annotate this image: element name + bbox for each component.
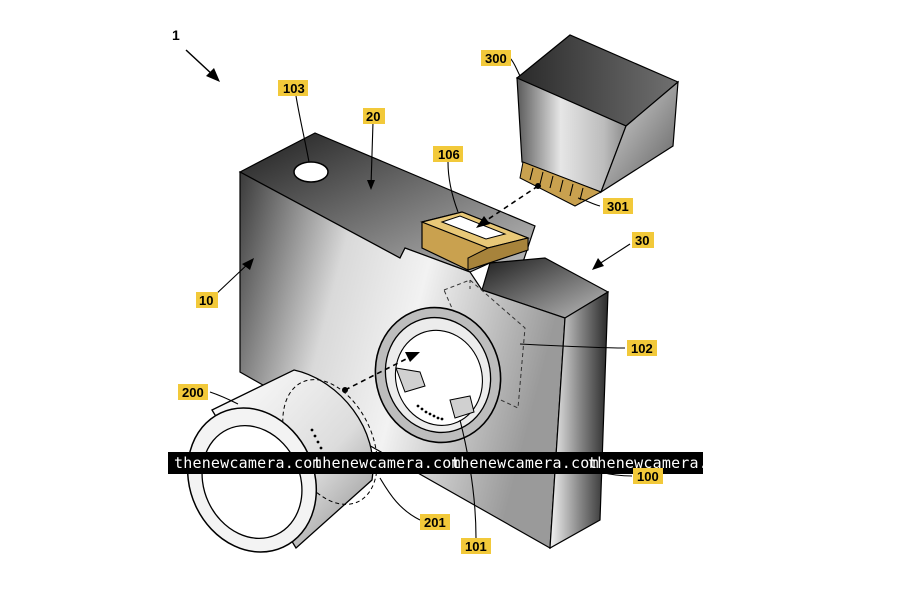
label-300: 300 [481,50,511,66]
label-106: 106 [433,146,463,162]
svg-text:101: 101 [465,539,487,554]
svg-text:300: 300 [485,51,507,66]
svg-text:30: 30 [635,233,649,248]
svg-text:102: 102 [631,341,653,356]
watermark-text-4: thenewcamera.com [588,454,736,472]
label-100: 100 [633,468,663,484]
svg-text:301: 301 [607,199,629,214]
watermark-band: thenewcamera.com thenewcamera.com thenew… [168,452,736,474]
figure-ref-1: 1 [172,27,220,82]
label-201: 201 [420,514,450,530]
accessory-attach-arrow [476,183,541,228]
label-10: 10 [196,292,218,308]
label-301: 301 [603,198,633,214]
svg-text:200: 200 [182,385,204,400]
svg-text:100: 100 [637,469,659,484]
lens-mount [374,306,502,444]
callouts [209,57,633,539]
label-103: 103 [278,80,308,96]
svg-text:20: 20 [366,109,380,124]
label-101: 101 [461,538,491,554]
watermark-text-1: thenewcamera.com [174,454,322,472]
svg-text:103: 103 [283,81,305,96]
hot-shoe [420,211,530,271]
label-102: 102 [627,340,657,356]
top-button [293,161,329,183]
label-200: 200 [178,384,208,400]
ref-1-label: 1 [172,27,180,43]
watermark-text-3: thenewcamera.com [451,454,599,472]
accessory-box [515,34,680,207]
lens-attach-arrow [342,352,420,393]
svg-text:10: 10 [199,293,213,308]
accessory-side [599,80,679,194]
label-20: 20 [363,108,385,124]
label-30: 30 [632,232,654,248]
svg-text:201: 201 [424,515,446,530]
watermark-text-2: thenewcamera.com [313,454,461,472]
svg-text:106: 106 [438,147,460,162]
